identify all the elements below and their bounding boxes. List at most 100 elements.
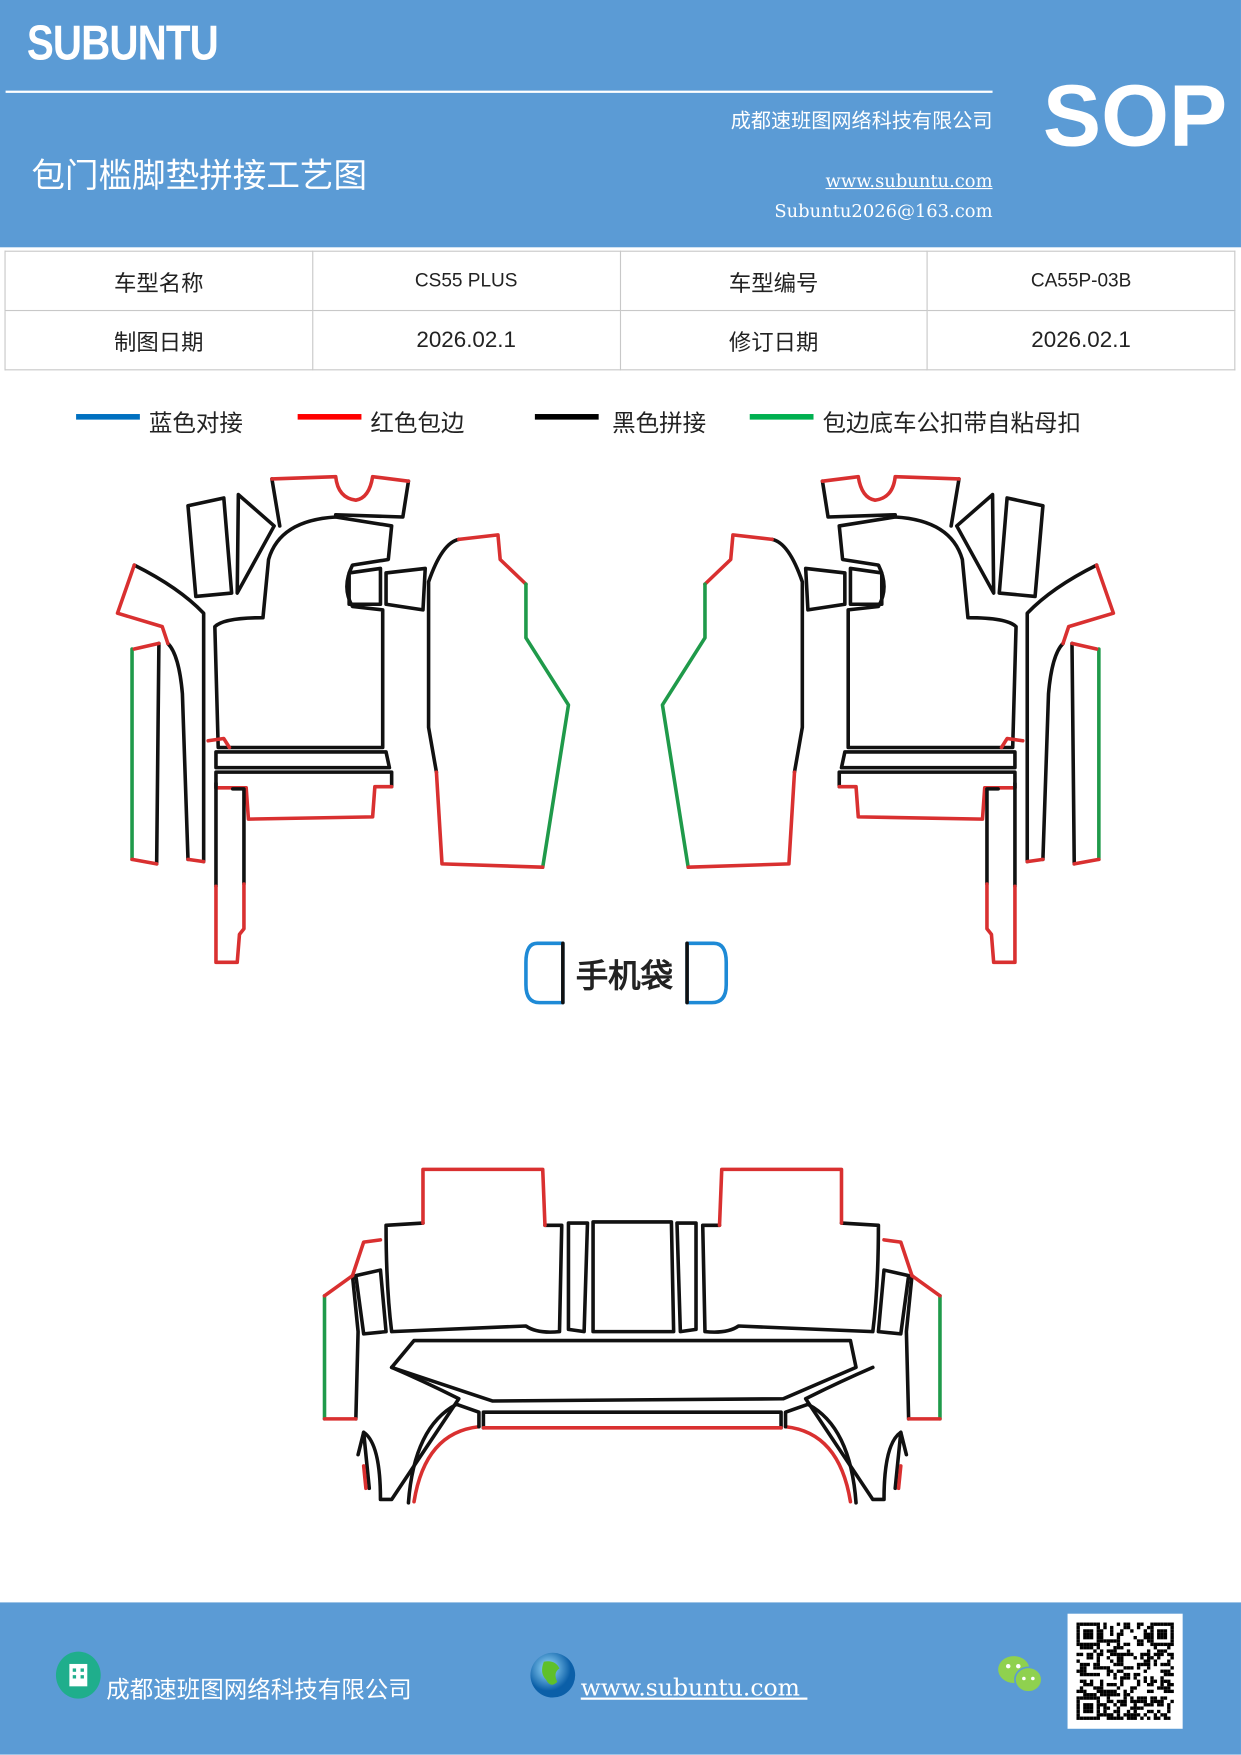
qr-module <box>1103 1689 1107 1694</box>
qr-module <box>1120 1676 1124 1680</box>
qr-module <box>1146 1716 1151 1720</box>
qr-code[interactable] <box>1067 1613 1183 1729</box>
qr-module <box>1153 1716 1158 1720</box>
qr-module <box>1110 1625 1114 1630</box>
qr-module <box>1146 1666 1151 1670</box>
qr-module <box>1083 1635 1087 1640</box>
qr-module <box>1160 1713 1164 1717</box>
rear-right-mats <box>675 1167 942 1505</box>
qr-module <box>1146 1625 1151 1630</box>
qr-module <box>1150 1639 1154 1643</box>
qr-module <box>1079 1696 1084 1700</box>
website-link[interactable]: www.subuntu.com <box>825 170 993 192</box>
qr-module <box>1096 1706 1100 1710</box>
qr-module <box>1130 1652 1134 1657</box>
qr-module <box>1116 1709 1121 1714</box>
qr-module <box>1106 1666 1111 1670</box>
qr-module <box>1083 1716 1087 1720</box>
footer: 成都速班图网络科技有限公司 www.subuntu.com <box>0 1602 1241 1755</box>
qr-module <box>1076 1632 1080 1636</box>
qr-module <box>1110 1699 1114 1704</box>
qr-module <box>1089 1652 1094 1657</box>
qr-module <box>1083 1682 1087 1687</box>
qr-module <box>1113 1716 1117 1720</box>
qr-module <box>1089 1646 1094 1650</box>
qr-module <box>1076 1703 1080 1707</box>
qr-module <box>1106 1656 1111 1660</box>
qr-module <box>1163 1672 1168 1677</box>
qr-module <box>1143 1713 1147 1717</box>
qr-module <box>1089 1703 1094 1707</box>
qr-module <box>1099 1635 1104 1640</box>
qr-module <box>1140 1656 1144 1660</box>
qr-module <box>1163 1716 1168 1720</box>
qr-module <box>1146 1703 1151 1707</box>
qr-module <box>1140 1622 1144 1626</box>
qr-module <box>1126 1666 1131 1670</box>
qr-module <box>1083 1703 1087 1707</box>
legend-swatch <box>76 413 140 420</box>
qr-module <box>1143 1652 1147 1657</box>
qr-module <box>1076 1699 1080 1704</box>
qr-module <box>1143 1635 1147 1640</box>
legend-item: 黑色拼接 <box>534 405 707 439</box>
qr-module <box>1099 1703 1104 1707</box>
qr-module <box>1140 1706 1144 1710</box>
qr-module <box>1103 1625 1107 1630</box>
qr-module <box>1157 1632 1161 1636</box>
qr-module <box>1093 1622 1097 1626</box>
qr-module <box>1136 1699 1141 1704</box>
qr-module <box>1160 1652 1164 1657</box>
qr-module <box>1136 1622 1141 1626</box>
qr-module <box>1083 1669 1087 1673</box>
qr-module <box>1136 1625 1141 1630</box>
qr-module <box>1163 1689 1168 1694</box>
qr-module <box>1133 1703 1137 1707</box>
qr-module <box>1130 1713 1134 1717</box>
sop-badge: SOP <box>1042 66 1228 165</box>
qr-module <box>1093 1672 1097 1677</box>
qr-module <box>1076 1659 1080 1663</box>
qr-module <box>1086 1672 1090 1677</box>
qr-module <box>1096 1646 1100 1650</box>
company-name: 成都速班图网络科技有限公司 <box>730 109 993 134</box>
qr-module <box>1110 1659 1114 1663</box>
qr-module <box>1076 1629 1080 1633</box>
qr-module <box>1116 1713 1121 1717</box>
qr-module <box>1113 1693 1117 1697</box>
legend-label: 黑色拼接 <box>612 409 707 437</box>
qr-module <box>1106 1649 1111 1653</box>
qr-module <box>1136 1639 1141 1643</box>
qr-module <box>1116 1699 1121 1704</box>
footer-website-link[interactable]: www.subuntu.com <box>580 1674 808 1701</box>
qr-module <box>1167 1642 1171 1647</box>
qr-module <box>1133 1686 1137 1690</box>
qr-module <box>1076 1716 1080 1720</box>
qr-module <box>1140 1699 1144 1704</box>
qr-module <box>1123 1699 1127 1704</box>
qr-module <box>1150 1632 1154 1636</box>
qr-module <box>1157 1709 1161 1714</box>
qr-module <box>1130 1699 1134 1704</box>
qr-module <box>1133 1716 1137 1720</box>
qr-module <box>1099 1689 1104 1694</box>
qr-module <box>1089 1679 1094 1683</box>
qr-module <box>1160 1649 1164 1653</box>
qr-module <box>1153 1696 1158 1700</box>
qr-module <box>1103 1639 1107 1643</box>
qr-module <box>1160 1699 1164 1704</box>
qr-module <box>1123 1713 1127 1717</box>
qr-module <box>1143 1676 1147 1680</box>
qr-module <box>1096 1696 1100 1700</box>
qr-module <box>1170 1666 1174 1670</box>
qr-module <box>1153 1652 1158 1657</box>
qr-module <box>1130 1629 1134 1633</box>
qr-module <box>1113 1703 1117 1707</box>
qr-module <box>1076 1689 1080 1694</box>
qr-module <box>1083 1632 1087 1636</box>
qr-module <box>1157 1629 1161 1633</box>
qr-module <box>1170 1672 1174 1677</box>
qr-module <box>1083 1706 1087 1710</box>
qr-module <box>1076 1706 1080 1710</box>
front-right-mats <box>660 474 1116 965</box>
